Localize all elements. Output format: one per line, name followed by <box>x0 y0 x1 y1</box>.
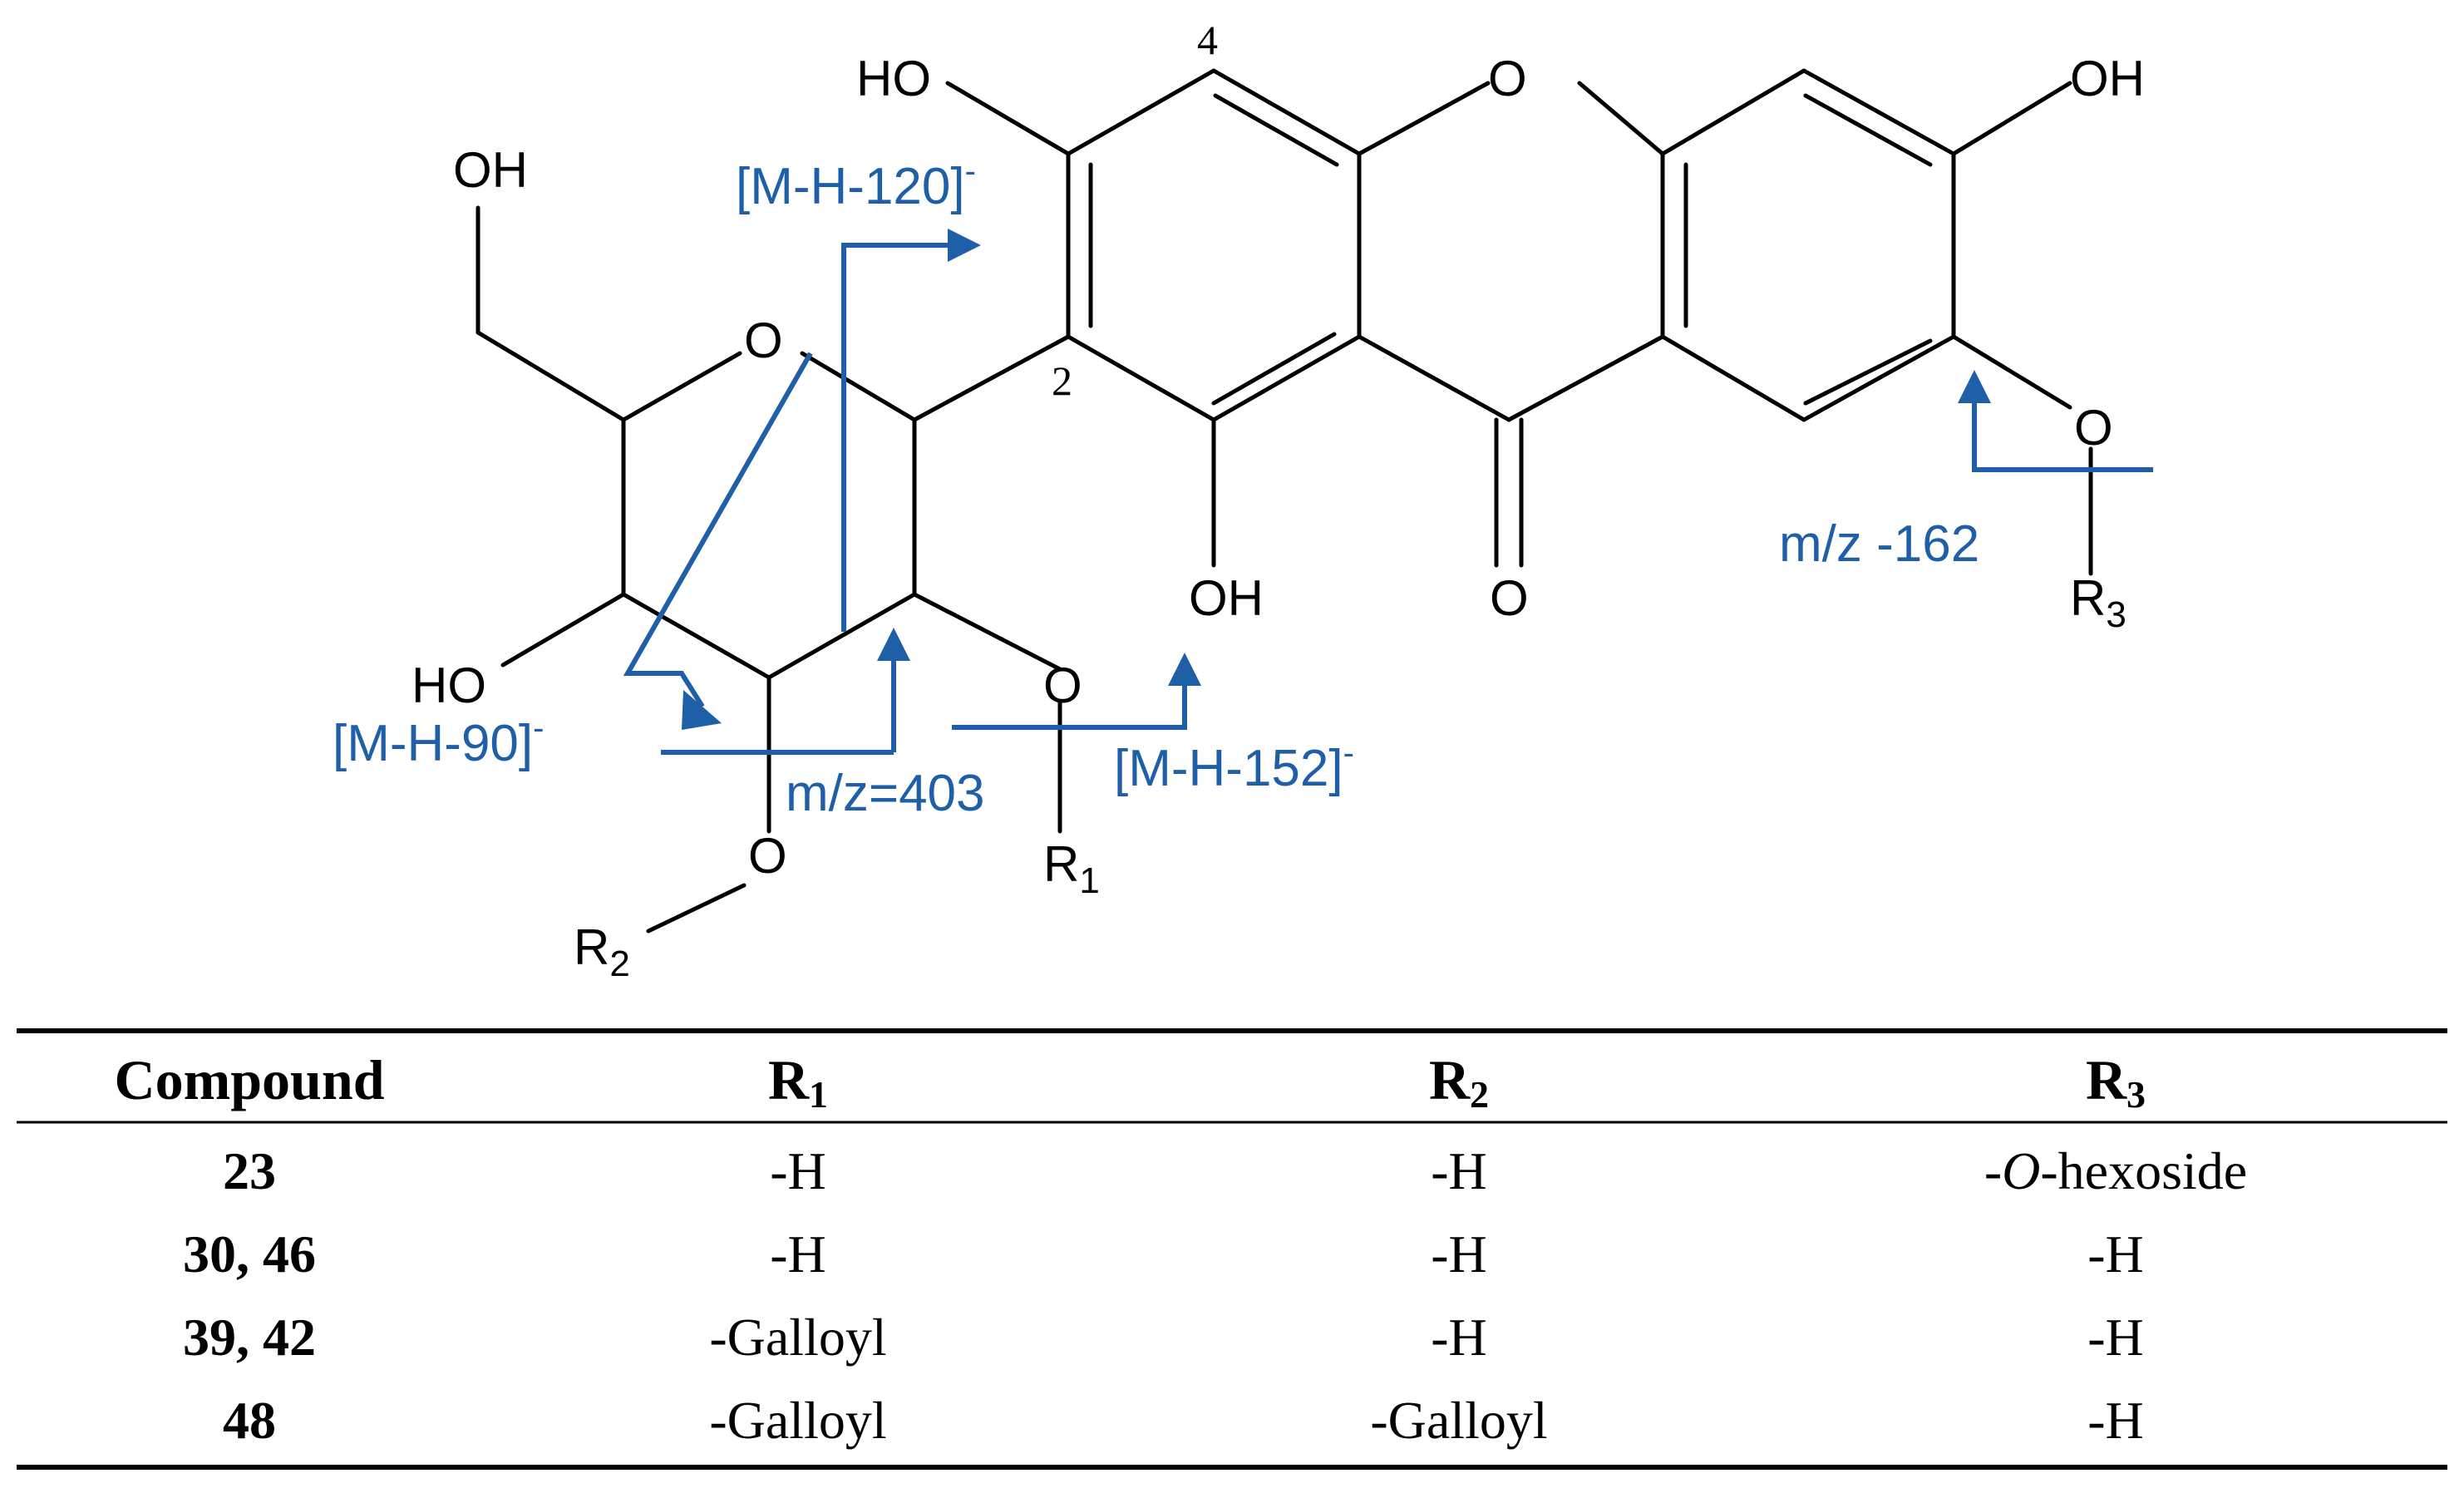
arrow-mz403-head <box>877 628 910 661</box>
arrow-mz162-head <box>1958 370 1991 403</box>
oh-c1-label: OH <box>1189 570 1264 626</box>
arrow-m152-head <box>1168 653 1201 686</box>
table-row: 48 -Galloyl -Galloyl -H <box>223 1391 2144 1450</box>
substituent-bonds <box>945 81 2093 576</box>
arrow-m120 <box>841 243 948 632</box>
locant-2: 2 <box>1052 357 1072 404</box>
arrow-mz162 <box>1972 403 2153 472</box>
sugar-ring-oxygen-label: O <box>744 313 783 368</box>
arrow-m90 <box>623 352 813 708</box>
oh-sugar-label: HO <box>411 658 486 713</box>
fragment-label-m152: [M-H-152]- <box>1114 735 1354 797</box>
o-r1-label: O <box>1043 658 1082 713</box>
r3-label: R3 <box>2070 570 2126 635</box>
cell-r2: -Galloyl <box>1370 1391 1547 1450</box>
r1-label: R1 <box>1043 836 1100 901</box>
cell-r1: -H <box>770 1224 826 1284</box>
oh-ch2-label: OH <box>453 142 528 198</box>
fragment-label-mz162: m/z -162 <box>1779 515 1979 573</box>
oh-top-left-label: HO <box>856 51 931 106</box>
table-row: 23 -H -H -O-hexoside <box>223 1141 2247 1200</box>
cell-r1: -Galloyl <box>709 1308 886 1367</box>
ring-b-bonds <box>1357 81 1665 568</box>
cell-compound: 48 <box>223 1391 276 1450</box>
oh-top-right-label: OH <box>2070 51 2145 106</box>
o-r2-label: O <box>748 828 787 884</box>
header-r2: R2 <box>1429 1048 1489 1116</box>
cell-r3: -H <box>2087 1391 2144 1450</box>
fragment-labels: [M-H-120]- [M-H-90]- [M-H-152]- m/z=403 … <box>333 153 1979 822</box>
arrow-m120-head <box>948 229 981 262</box>
ring-a-bonds <box>1066 68 1362 422</box>
ring-c-bonds <box>1660 68 1956 422</box>
cell-r2: -H <box>1431 1308 1487 1367</box>
substituent-table: Compound R1 R2 R3 23 -H -H -O-hexoside 3… <box>17 1028 2447 1470</box>
fragmentation-arrows <box>623 229 2153 755</box>
ring-oxygen-label: O <box>1488 51 1527 106</box>
mangiferin-structure: HO OH O O OH HO OH O O O O R1 R2 R3 2 4 <box>411 17 2145 984</box>
cell-r2: -H <box>1431 1224 1487 1284</box>
fragment-label-m90: [M-H-90]- <box>333 710 544 772</box>
arrow-m152 <box>952 686 1187 730</box>
locant-4: 4 <box>1197 17 1218 63</box>
o-r3-label: O <box>2074 400 2113 456</box>
header-compound: Compound <box>114 1048 384 1111</box>
arrow-m90-head <box>682 690 722 730</box>
cell-r2: -H <box>1431 1141 1487 1200</box>
cell-compound: 39, 42 <box>183 1308 316 1367</box>
cell-r1: -H <box>770 1141 826 1200</box>
cell-compound: 23 <box>223 1141 276 1200</box>
cell-r3: -H <box>2087 1224 2144 1284</box>
table-row: 30, 46 -H -H -H <box>183 1224 2144 1284</box>
table-row: 39, 42 -Galloyl -H -H <box>183 1308 2144 1367</box>
carbonyl-oxygen-label: O <box>1490 570 1529 626</box>
fragment-label-m120: [M-H-120]- <box>736 153 976 215</box>
header-r1: R1 <box>768 1048 828 1116</box>
r2-label: R2 <box>574 919 630 984</box>
sugar-ring-bonds <box>476 205 1071 934</box>
fragment-label-mz403: m/z=403 <box>786 765 985 822</box>
cell-r1: -Galloyl <box>709 1391 886 1450</box>
cell-r3: -H <box>2087 1308 2144 1367</box>
header-r3: R3 <box>2086 1048 2146 1116</box>
cell-compound: 30, 46 <box>183 1224 316 1284</box>
cell-r3: -O-hexoside <box>1984 1141 2247 1200</box>
